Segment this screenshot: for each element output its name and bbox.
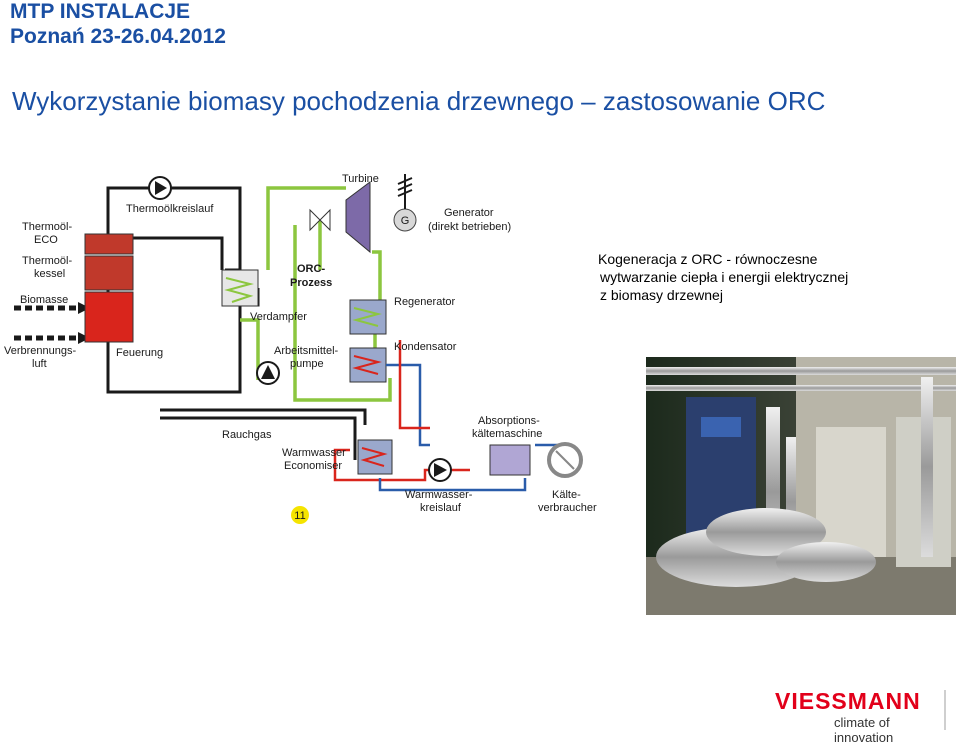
label-thermooil-eco-1: Thermoöl- [22,221,72,233]
label-absorption-2: kältemaschine [472,428,542,440]
label-thermooil-boiler-2: kessel [34,268,65,280]
hot-water-lines [333,340,570,492]
cold-consumer-cross [555,450,575,470]
feed-arrows [14,305,78,341]
absorption-chiller-icon [489,444,531,476]
label-biomass: Biomasse [20,294,68,306]
economiser-coil [360,447,388,467]
orc-loop-lines [240,186,392,402]
thermooil-boiler [84,291,134,343]
thermooil-pump-arrow [155,181,167,195]
label-thermooil-eco-2: ECO [34,234,58,246]
label-orc-1: ORC- [297,263,325,275]
label-orc-2: Prozess [290,277,332,289]
description-line-1: Kogeneracja z ORC - równoczesne [598,251,818,267]
label-generator: Generator [444,207,494,219]
thermooil-circuit-lines [106,186,367,460]
label-working-pump-2: pumpe [290,358,324,370]
label-working-pump-1: Arbeitsmittel- [274,345,339,357]
label-cold-consumer-2: verbraucher [538,502,597,514]
label-generator-sub: (direkt betrieben) [428,221,511,233]
evaporator-coil [224,277,254,303]
description-line-2: wytwarzanie ciepła i energii elektryczne… [600,269,849,285]
label-thermooil-boiler-1: Thermoöl- [22,255,72,267]
cogeneration-description: Kogeneracja z ORC - równoczesne wytwarza… [598,250,848,304]
slide-title: Wykorzystanie biomasy pochodzenia drzewn… [12,86,826,116]
thermooil-boiler-upper [84,255,134,291]
label-hot-water-2: kreislauf [420,502,462,514]
label-flue-gas: Rauchgas [222,429,272,441]
viessmann-logo: VIESSMANN climate of innovation [772,688,948,745]
condenser-coil [352,355,382,375]
description-line-3: z biomasy drzewnej [600,287,723,303]
label-turbine: Turbine [342,173,379,185]
label-firing: Feuerung [116,347,163,359]
hot-water-pump-arrow [434,463,447,477]
orc-process-diagram: G 11 Turbine Generator (direkt betrieben… [4,173,597,524]
page-number-badge [291,506,309,524]
label-combustion-air-2: luft [32,358,47,370]
valve-icon-2 [319,208,331,232]
event-name: MTP INSTALACJE [10,0,191,23]
label-cold-consumer-1: Kälte- [552,489,581,501]
label-hot-water-1: Warmwasser- [405,489,473,501]
generator-symbol: G [401,215,410,227]
label-condenser: Kondensator [394,341,457,353]
thermooil-eco [84,233,134,255]
label-economiser-1: Warmwasser [282,447,346,459]
brand-tagline: climate of innovation [834,715,894,745]
air-arrow-head [78,332,90,344]
label-economiser-2: Economiser [284,460,342,472]
power-output-symbol [397,174,413,209]
working-fluid-pump-arrow [261,365,275,379]
page-number: 11 [294,510,305,522]
label-thermooil-circuit: Thermoölkreislauf [126,203,214,215]
plant-room-photo [646,357,956,615]
evaporator-icon [221,269,259,307]
label-regenerator: Regenerator [394,296,455,308]
valve-icon [309,208,321,232]
label-absorption-1: Absorptions- [478,415,540,427]
regenerator-coil [352,307,382,327]
label-combustion-air-1: Verbrennungs- [4,345,76,357]
event-place-date: Poznań 23-26.04.2012 [10,25,226,48]
brand-name: VIESSMANN [775,688,921,714]
biomass-arrow-head [78,302,90,314]
turbine-icon [345,181,371,254]
label-evaporator: Verdampfer [250,311,307,323]
logo-divider [944,690,946,730]
